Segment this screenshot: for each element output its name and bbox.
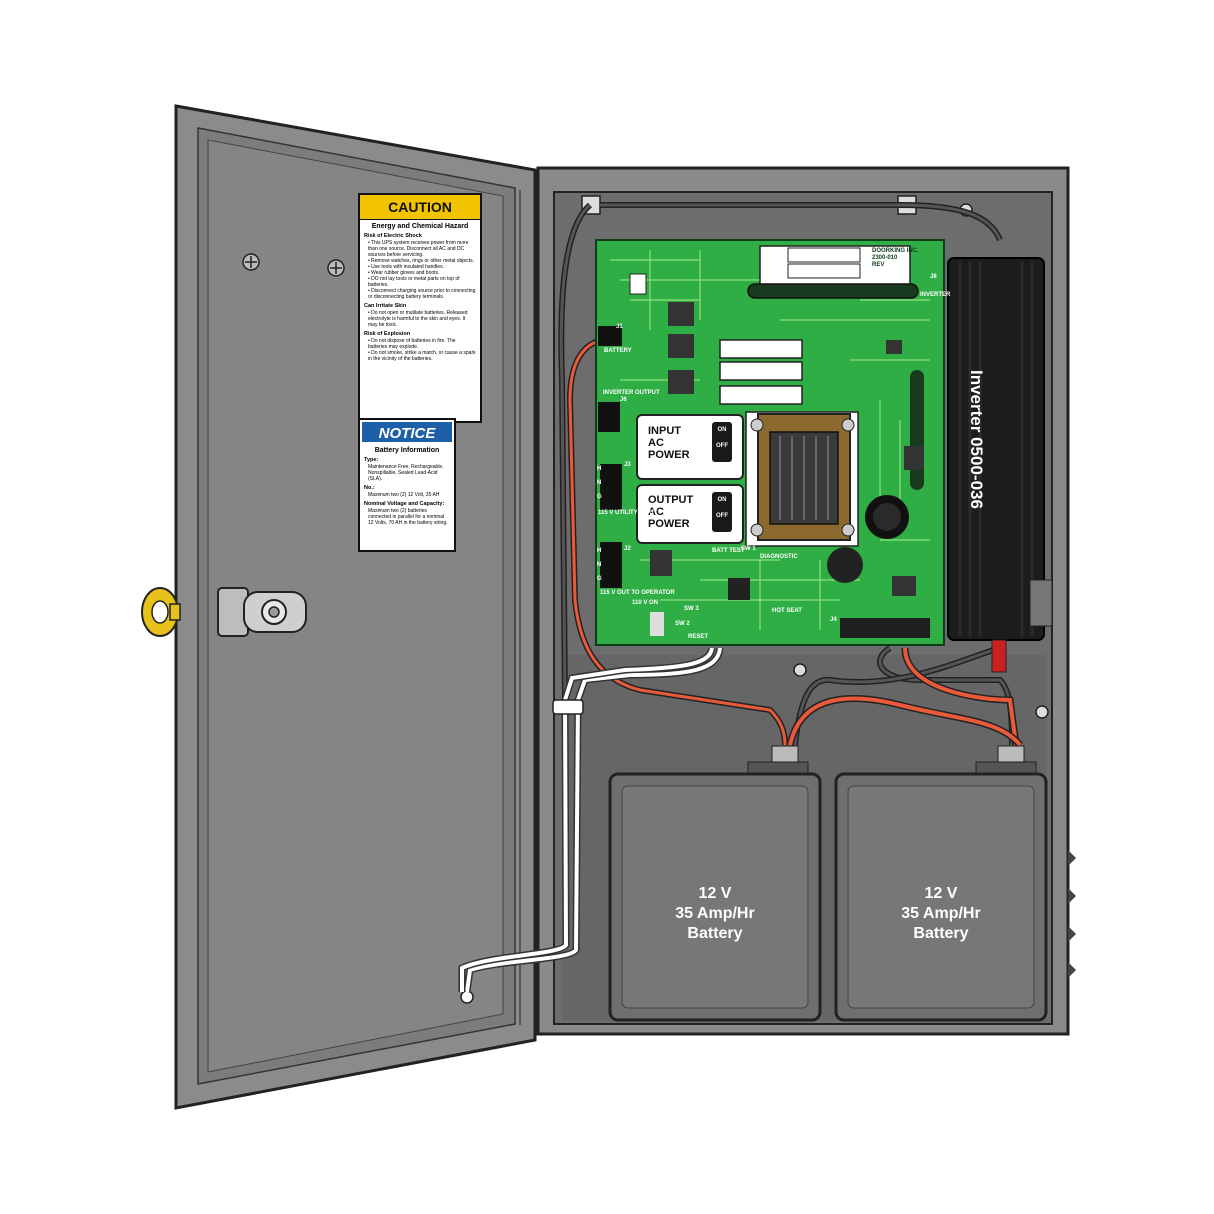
batt-test-label: BATT TEST [712, 548, 745, 554]
switch-off-label: OFF [716, 513, 728, 519]
cable-clamp [552, 699, 584, 715]
terminal-g-label: G [597, 494, 602, 500]
j8-label: J8 [930, 274, 937, 280]
switch-on-label: ON [717, 427, 727, 433]
terminal-n-label: N [597, 562, 602, 568]
j6-label: J6 [620, 397, 627, 403]
terminal-h-label: H [597, 548, 602, 554]
j1-label: J1 [616, 324, 623, 330]
caution-section-heading: Can Irritate Skin [364, 303, 407, 309]
battery-left [608, 761, 822, 1022]
inverter-unit [947, 257, 1053, 673]
notice-row-key: Nominal Voltage and Capacity: [364, 501, 445, 507]
battery-label-left: 12 V 35 Amp/Hr Battery [675, 885, 755, 942]
board-rev: REV [872, 262, 885, 268]
caution-header: CAUTION [360, 195, 480, 220]
caution-section-heading: Risk of Explosion [364, 331, 411, 337]
key-icon[interactable] [141, 587, 181, 637]
j2-label: J2 [624, 546, 631, 552]
battery-connector-label: BATTERY [604, 348, 632, 354]
switch-off-label: OFF [716, 443, 728, 449]
notice-header: NOTICE [360, 420, 454, 444]
input-ac-power-text: INPUT AC POWER [648, 425, 690, 461]
notice-row-key: Type: [364, 457, 379, 463]
notice-label: NOTICE Battery Information Type: Mainten… [358, 418, 456, 552]
notice-row-value: Maximum two (2) batteries connected in p… [368, 508, 448, 526]
caution-section-text: • Do not dispose of batteries in fire. T… [368, 338, 476, 362]
board-part: 2300-010 [872, 255, 898, 261]
j4-label: J4 [830, 617, 837, 623]
caution-section-text: • Do not open or mutilate batteries. Rel… [368, 310, 468, 328]
screw-icon [242, 253, 260, 271]
out-to-operator-label: 115 V OUT TO OPERATOR [600, 590, 675, 596]
transformer [745, 411, 859, 547]
terminal-h-label: H [597, 466, 602, 472]
sw1-label: SW 1 [741, 546, 756, 552]
terminal-g-label: G [597, 576, 602, 582]
screw-icon [327, 259, 345, 277]
inverter-output-label: INVERTER OUTPUT [603, 390, 660, 396]
sw3-label: SW 3 [684, 606, 699, 612]
notice-row-value: Maximum two (2) 12 Volt, 35 AH [368, 492, 440, 498]
battery-right [834, 761, 1048, 1022]
switch-on-label: ON [717, 497, 727, 503]
inverter-model-label: Inverter 0500-036 [967, 370, 986, 509]
inverter-connector-label: INVERTER [920, 292, 951, 298]
output-power-switch[interactable]: ON OFF [712, 492, 732, 532]
output-ac-power-text: OUTPUT AC POWER [648, 494, 694, 530]
utility-input-label: 115 V UTILITY INPUT [598, 510, 658, 516]
terminal-icon [771, 745, 1025, 765]
lock-icon[interactable] [217, 587, 307, 637]
j3-label: J3 [624, 462, 631, 468]
caution-subtitle: Energy and Chemical Hazard [371, 223, 469, 230]
caution-section-text: • This UPS system receives power from mo… [368, 240, 476, 300]
notice-subtitle: Battery Information [374, 447, 440, 454]
cable-end-icon [460, 990, 474, 1004]
notice-row-key: No.: [364, 485, 375, 491]
diagnostic-label: DIAGNOSTIC [760, 554, 798, 560]
hot-seat-label: HOT SEAT [772, 608, 802, 614]
battery-label-right: 12 V 35 Amp/Hr Battery [901, 885, 981, 942]
terminal-n-label: N [597, 480, 602, 486]
caution-label: CAUTION Energy and Chemical Hazard Risk … [358, 193, 482, 423]
board-maker: DOORKING INC. [872, 248, 919, 254]
110v-on-label: 110 V ON [632, 600, 659, 606]
notice-row-value: Maintenance Free, Rechargeable, Nonspill… [368, 464, 444, 482]
caution-section-heading: Risk of Electric Shock [364, 233, 422, 239]
input-power-switch[interactable]: ON OFF [712, 422, 732, 462]
sw2-label: SW 2 [675, 621, 690, 627]
reset-label: RESET [688, 634, 709, 640]
